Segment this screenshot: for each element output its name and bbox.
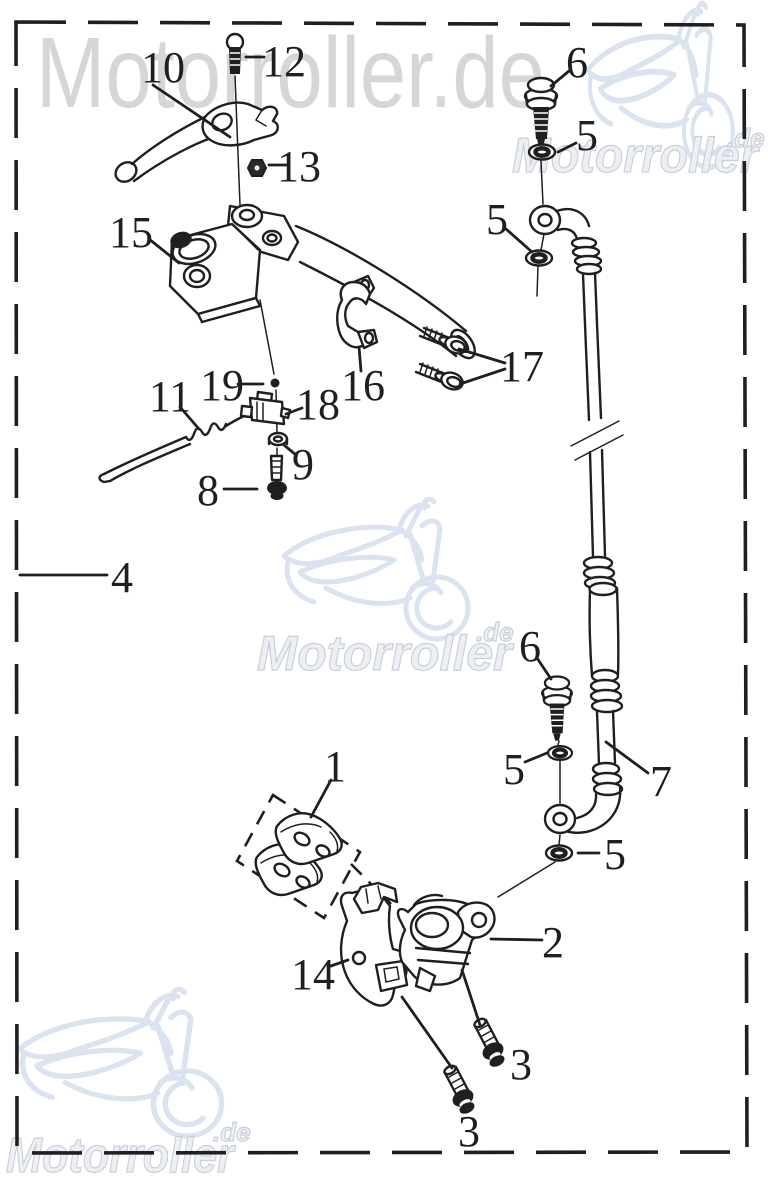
caliper-bracket-drawing (339, 881, 409, 1007)
part-number-label: 2 (542, 918, 564, 967)
adjuster-bolt-drawing (225, 32, 245, 206)
scooter-logo-watermark (284, 499, 468, 639)
banjo-bolt-top-drawing (523, 76, 559, 205)
part-number-label: 5 (503, 745, 525, 794)
callout-leader-line (556, 141, 578, 154)
brake-lever-drawing (114, 101, 279, 183)
part-number-label: 10 (141, 43, 185, 92)
washer-drawing (548, 746, 572, 760)
part-number-label: 6 (519, 622, 541, 671)
brake-caliper-drawing (396, 893, 496, 993)
master-cylinder-drawing (168, 203, 300, 324)
part-number-label: 5 (576, 111, 598, 160)
site-watermark-banner: Motorroller.de (36, 17, 545, 129)
washer-drawing (546, 846, 572, 861)
part-number-label: 3 (510, 1040, 532, 1089)
switch-cable-drawing (98, 414, 246, 484)
callout-leader-line (326, 958, 350, 969)
callout-leader-line (284, 406, 304, 416)
callout-leader-line (357, 345, 363, 373)
callout-leader-line (523, 751, 549, 764)
brand-watermark: Motorroller (257, 627, 515, 681)
part-number-label: 3 (458, 1107, 480, 1156)
callout-leader-line (147, 237, 181, 265)
callout-leader-line (178, 405, 201, 431)
part-number-label: 5 (604, 830, 626, 879)
callout-leader-line (535, 656, 553, 681)
callout-leader-line (504, 227, 534, 254)
part-number-label: 14 (291, 950, 335, 999)
handlebar-clamp-drawing (336, 274, 379, 350)
callout-leader-line (460, 968, 482, 1027)
part-number-label: 1 (324, 742, 346, 791)
part-number-label: 4 (111, 553, 133, 602)
callout-leader-line (309, 778, 333, 819)
washer-drawing (526, 251, 552, 266)
banjo-bolt-bottom-drawing (497, 675, 572, 898)
callout-leader-line (549, 69, 571, 88)
lever-nut-drawing (246, 159, 268, 177)
lever-screw-drawing (267, 454, 287, 500)
callout-leader-line (282, 443, 298, 457)
brand-watermark-suffix: .de (476, 617, 514, 647)
washer-drawing (529, 145, 555, 160)
diagram-dashed-border (14, 20, 749, 1155)
part-number-label: 12 (262, 37, 306, 86)
callout-leader-line (400, 995, 454, 1070)
callout-leader-line (604, 740, 650, 775)
part-number-label: 6 (566, 38, 588, 87)
callout-leader-line (489, 937, 544, 942)
brake-switch-drawing (239, 390, 292, 426)
part-number-label: 11 (149, 372, 191, 421)
brand-watermark-suffix: .de (213, 1117, 251, 1147)
part-number-label: 5 (486, 195, 508, 244)
locknut-drawing (267, 431, 289, 447)
part-number-label: 16 (341, 361, 385, 410)
callout-leader-line (151, 83, 232, 139)
brake-hose-drawing (526, 204, 624, 835)
part-number-label: 18 (296, 380, 340, 429)
scooter-logo-watermark (19, 989, 221, 1136)
brake-pads-dashed-box (235, 793, 362, 920)
part-number-label: 8 (197, 466, 219, 515)
part-number-label: 19 (200, 361, 244, 410)
part-number-label: 9 (292, 440, 314, 489)
callout-leader-line (458, 367, 507, 386)
part-number-label: 17 (500, 342, 544, 391)
part-number-label: 13 (277, 142, 321, 191)
part-number-label: 15 (109, 208, 153, 257)
pivot-pin-drawing (259, 299, 280, 456)
part-number-label: 7 (650, 757, 672, 806)
callout-leader-line (457, 347, 507, 365)
